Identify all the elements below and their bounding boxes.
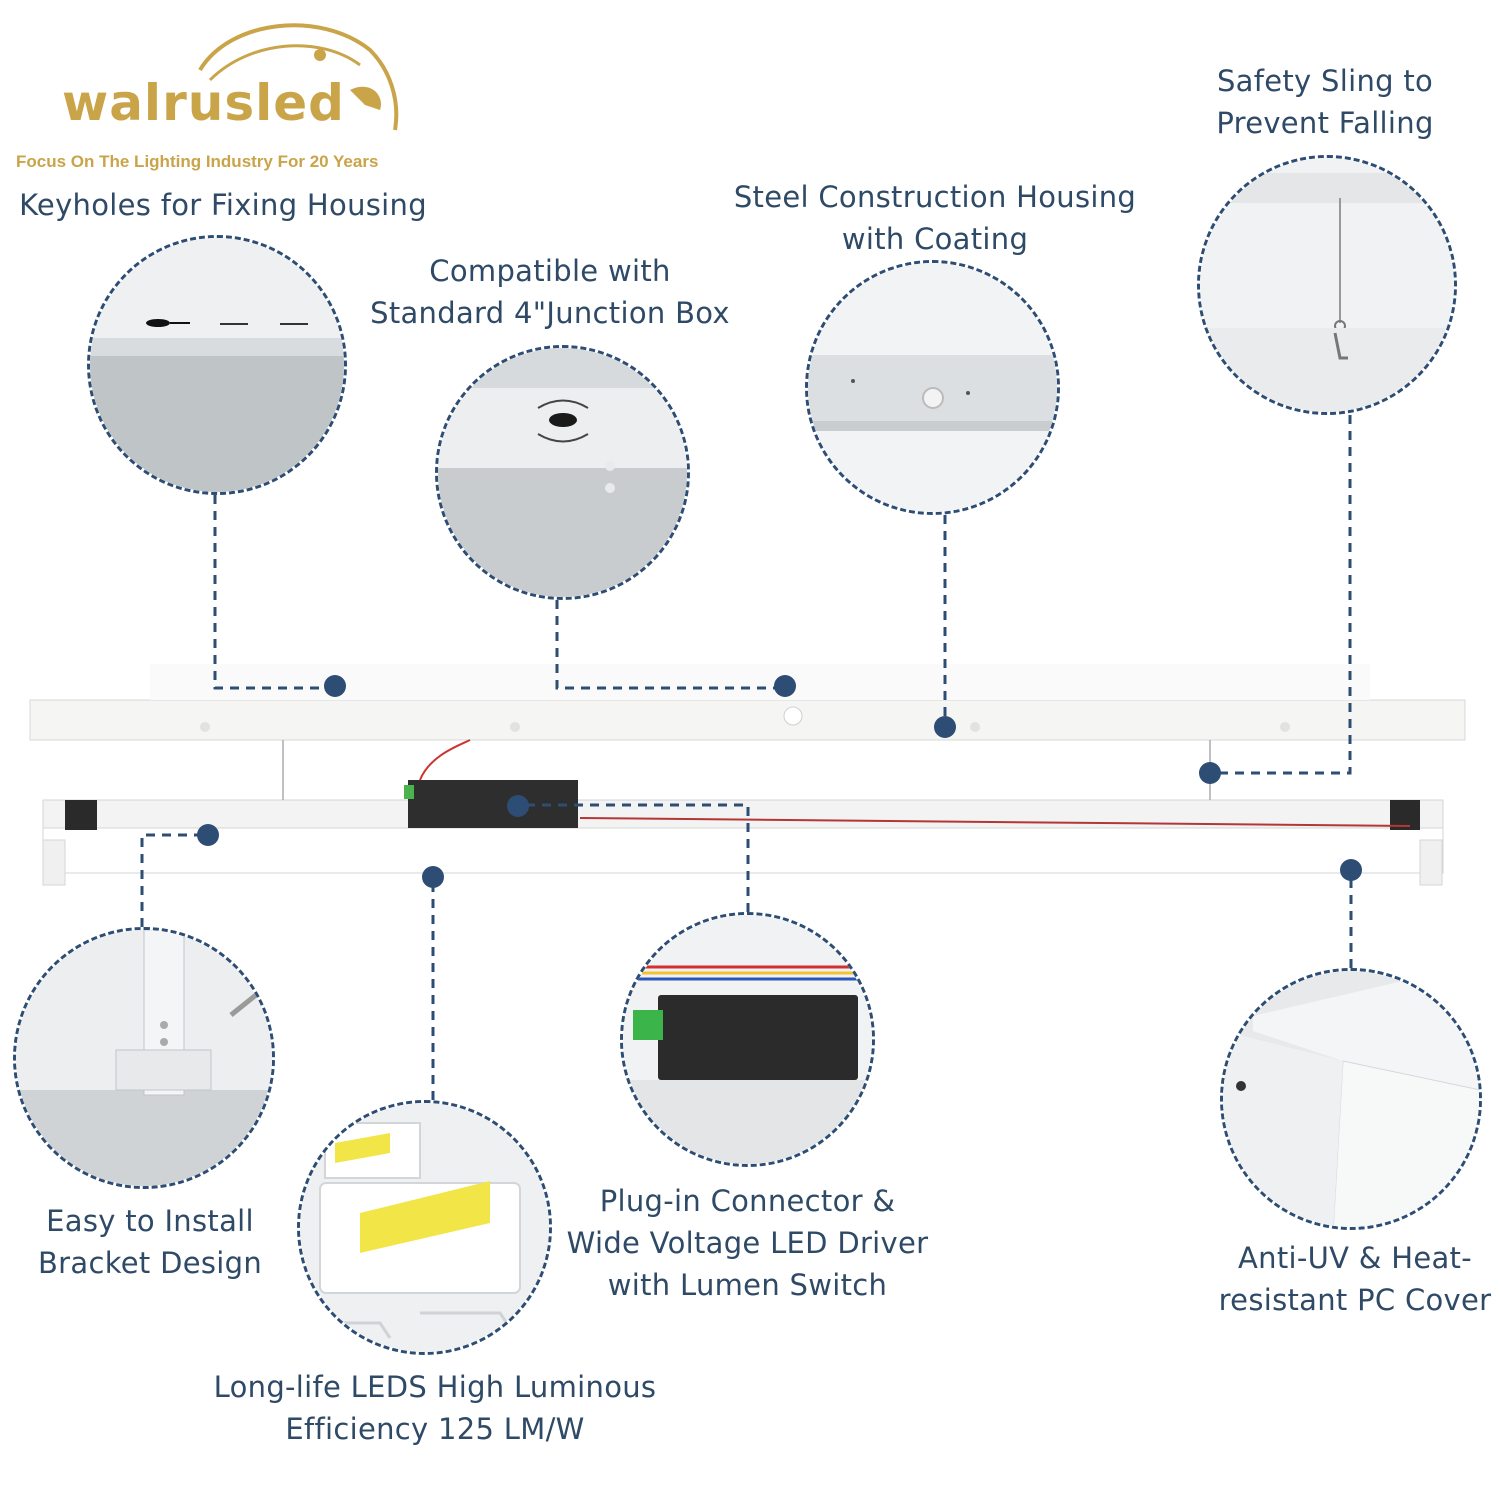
callout-lines [140,415,1353,1100]
dot-steel [934,716,956,738]
detail-junction-box [435,345,690,600]
brand-name: walrusled [62,74,345,132]
label-leds: Long-life LEDS High Luminous Efficiency … [213,1370,657,1446]
label-pc-cover: Anti-UV & Heat- resistant PC Cover [1218,1241,1492,1317]
detail-leds [297,1100,552,1355]
dot-leds [422,866,444,888]
label-driver: Plug-in Connector & Wide Voltage LED Dri… [566,1184,929,1302]
detail-steel-housing [805,260,1060,515]
label-safety-sling: Safety Sling to Prevent Falling [1216,64,1434,140]
label-bracket: Easy to Install Bracket Design [37,1204,263,1280]
label-junction-box: Compatible with Standard 4"Junction Box [370,254,730,330]
label-keyholes: Keyholes for Fixing Housing [19,188,427,222]
walrus-logo-icon [198,23,399,131]
fixture-bar [42,739,1444,886]
label-steel-housing: Steel Construction Housing with Coating [733,180,1137,256]
dot-keyholes [324,675,346,697]
callout-dots [197,675,1362,888]
housing-bar [29,664,1466,741]
detail-pc-cover [1220,968,1482,1230]
dot-cover [1340,859,1362,881]
dot-sling [1199,762,1221,784]
dot-junction [774,675,796,697]
dot-bracket [197,824,219,846]
brand-tagline: Focus On The Lighting Industry For 20 Ye… [16,152,379,171]
dot-driver [507,795,529,817]
